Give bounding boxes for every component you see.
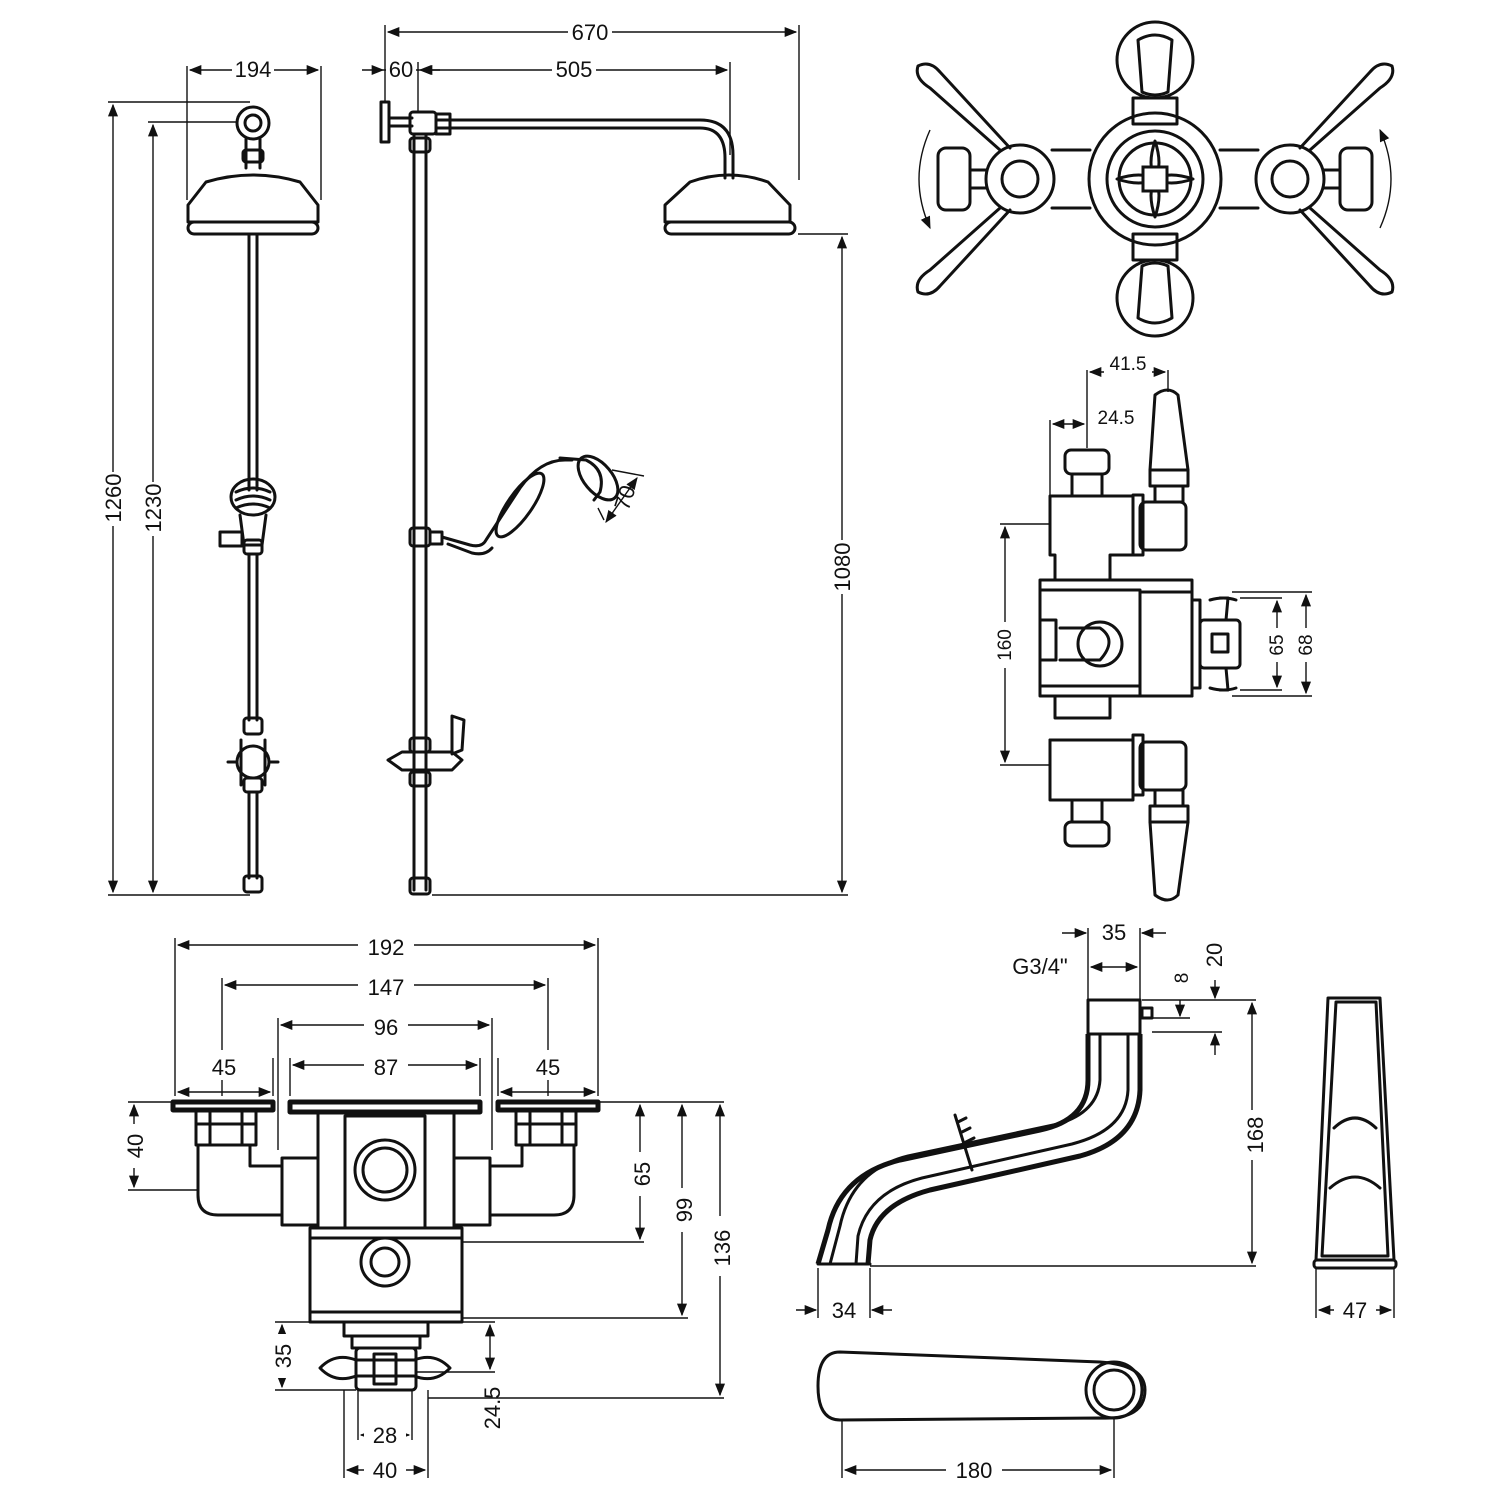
dim-40-width: 40 xyxy=(373,1458,397,1483)
dim-68: 68 xyxy=(1296,634,1317,655)
dim-60: 60 xyxy=(389,57,413,82)
riser-side-view xyxy=(379,100,797,896)
riser-front-view xyxy=(186,105,320,894)
dim-180: 180 xyxy=(956,1458,993,1483)
bath-spout-plan-view xyxy=(816,1350,1147,1422)
dim-24-5: 24.5 xyxy=(1098,408,1135,429)
dim-87: 87 xyxy=(374,1055,398,1080)
dim-96: 96 xyxy=(374,1015,398,1040)
dim-35-plan: 35 xyxy=(271,1344,296,1368)
dim-147: 147 xyxy=(368,975,405,1000)
dim-670: 670 xyxy=(572,20,609,45)
dim-194: 194 xyxy=(235,57,272,82)
dim-1260: 1260 xyxy=(101,474,126,523)
valve-front-view xyxy=(915,20,1395,338)
dim-70: 70 xyxy=(609,482,640,513)
plan-view-dimensions: 192 147 96 87 45 45 40 65 99 136 xyxy=(118,930,736,1483)
dim-34: 34 xyxy=(832,1298,856,1323)
valve-plan-view xyxy=(170,1099,601,1392)
dim-45-right: 45 xyxy=(536,1055,560,1080)
dim-505: 505 xyxy=(556,57,593,82)
valve-side-view xyxy=(1038,388,1242,902)
dim-65-valve: 65 xyxy=(1267,634,1288,655)
dim-99: 99 xyxy=(672,1198,697,1222)
dim-8: 8 xyxy=(1172,973,1193,984)
label-g3-4: G3/4" xyxy=(1012,954,1068,979)
dim-168: 168 xyxy=(1243,1117,1268,1154)
bath-spout-side-view xyxy=(815,998,1154,1266)
dim-28: 28 xyxy=(373,1423,397,1448)
dim-24-5-plan: 24.5 xyxy=(480,1387,505,1430)
dim-1080: 1080 xyxy=(830,543,855,592)
bath-spout-front-view xyxy=(1312,996,1398,1270)
dim-47: 47 xyxy=(1343,1298,1367,1323)
dim-20-spout: 20 xyxy=(1202,943,1227,967)
dim-40-depth: 40 xyxy=(123,1134,148,1158)
dim-160: 160 xyxy=(995,629,1016,661)
valve-side-dimensions: 41.5 24.5 160 65 68 xyxy=(992,352,1319,766)
dim-65-plan: 65 xyxy=(630,1162,655,1186)
riser-dimensions: 194 670 60 505 1260 1230 1080 70 xyxy=(100,20,855,896)
dim-192: 192 xyxy=(368,935,405,960)
dim-1230: 1230 xyxy=(141,484,166,533)
dim-35-spout: 35 xyxy=(1102,920,1126,945)
dim-136: 136 xyxy=(710,1230,735,1267)
dim-41-5: 41.5 xyxy=(1110,354,1147,375)
spout-dimensions: 35 G3/4" 20 8 168 34 47 180 xyxy=(796,920,1395,1484)
dim-45-left: 45 xyxy=(212,1055,236,1080)
